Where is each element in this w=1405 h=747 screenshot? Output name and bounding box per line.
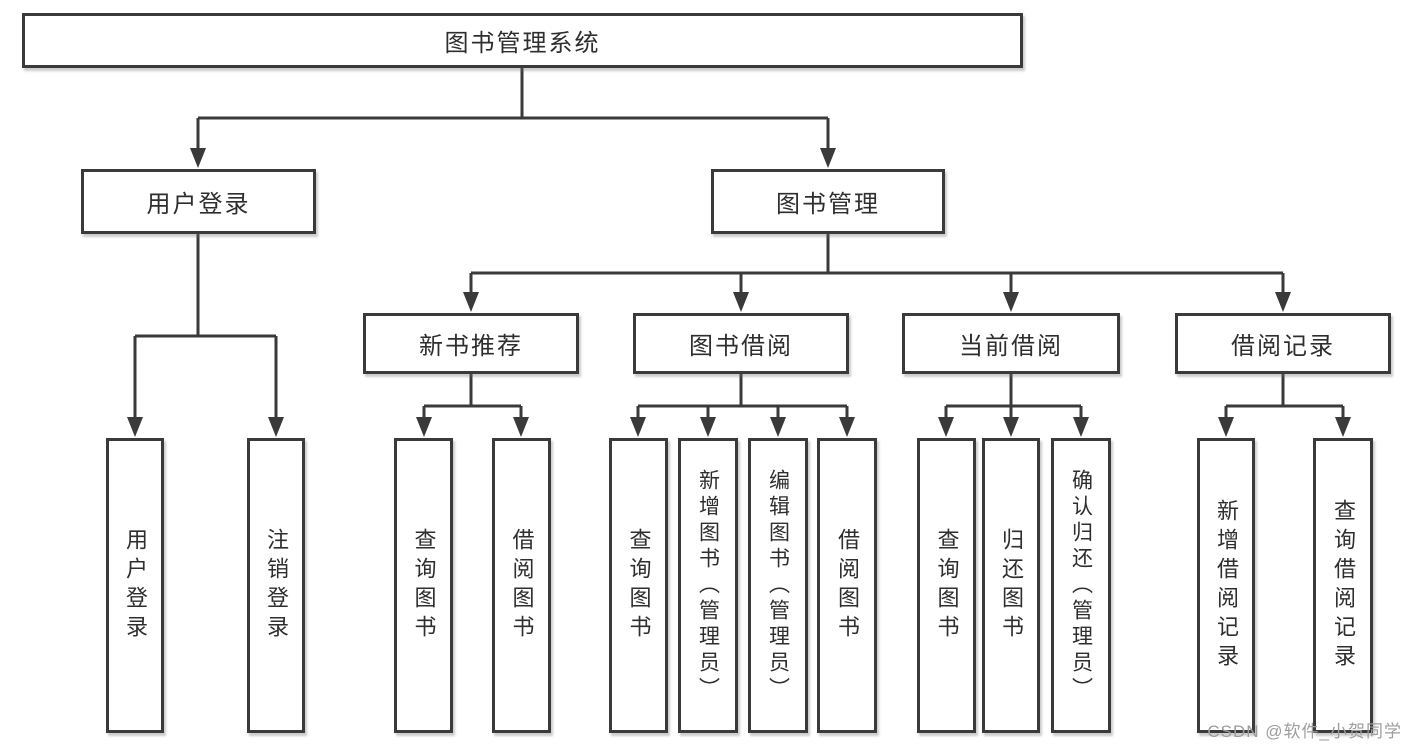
node-leaf-add-borrow-record: 新增借阅记录 xyxy=(1197,438,1255,733)
node-label: 新增图书（管理员） xyxy=(696,468,720,703)
node-label: 用户登录 xyxy=(146,191,251,218)
node-label: 当前借阅 xyxy=(959,333,1063,360)
node-leaf-confirm-return-admin: 确认归还（管理员） xyxy=(1051,438,1111,733)
node-user-login: 用户登录 xyxy=(81,169,316,234)
node-label: 查询借阅记录 xyxy=(1331,498,1356,673)
node-current-borrow: 当前借阅 xyxy=(902,313,1120,374)
node-label: 借阅图书 xyxy=(835,527,860,644)
node-new-book-recommend: 新书推荐 xyxy=(363,313,579,374)
node-leaf-query-books-1: 查询图书 xyxy=(394,438,453,733)
node-leaf-query-books-2: 查询图书 xyxy=(609,438,668,733)
node-leaf-user-login: 用户登录 xyxy=(106,438,164,733)
node-label: 查询图书 xyxy=(934,527,960,644)
node-label: 新书推荐 xyxy=(419,333,523,360)
node-book-borrow: 图书借阅 xyxy=(633,313,849,374)
node-root-system: 图书管理系统 xyxy=(22,13,1023,68)
node-leaf-return-books: 归还图书 xyxy=(982,438,1040,733)
node-leaf-logout: 注销登录 xyxy=(247,438,305,733)
node-borrow-records: 借阅记录 xyxy=(1175,313,1391,374)
node-label: 编辑图书（管理员） xyxy=(766,468,790,703)
node-book-management: 图书管理 xyxy=(711,169,945,234)
node-label: 归还图书 xyxy=(999,527,1024,644)
node-leaf-edit-books-admin: 编辑图书（管理员） xyxy=(748,438,808,733)
node-leaf-add-books-admin: 新增图书（管理员） xyxy=(678,438,738,733)
node-label: 图书管理 xyxy=(776,191,880,218)
node-label: 图书管理系统 xyxy=(444,30,601,57)
node-label: 查询图书 xyxy=(411,527,437,644)
node-label: 确认归还（管理员） xyxy=(1069,468,1093,703)
node-leaf-borrow-books-2: 借阅图书 xyxy=(817,438,877,733)
node-label: 新增借阅记录 xyxy=(1214,498,1239,673)
node-label: 借阅记录 xyxy=(1231,333,1335,360)
node-label: 借阅图书 xyxy=(509,527,535,644)
node-leaf-query-books-3: 查询图书 xyxy=(917,438,976,733)
node-leaf-query-borrow-record: 查询借阅记录 xyxy=(1313,438,1373,733)
node-label: 用户登录 xyxy=(123,527,148,644)
node-leaf-borrow-books-1: 借阅图书 xyxy=(492,438,551,733)
node-label: 查询图书 xyxy=(626,527,652,644)
watermark: CSDN @软件_小贺同学 xyxy=(1207,722,1402,741)
node-label: 图书借阅 xyxy=(689,333,793,360)
node-label: 注销登录 xyxy=(264,527,289,644)
